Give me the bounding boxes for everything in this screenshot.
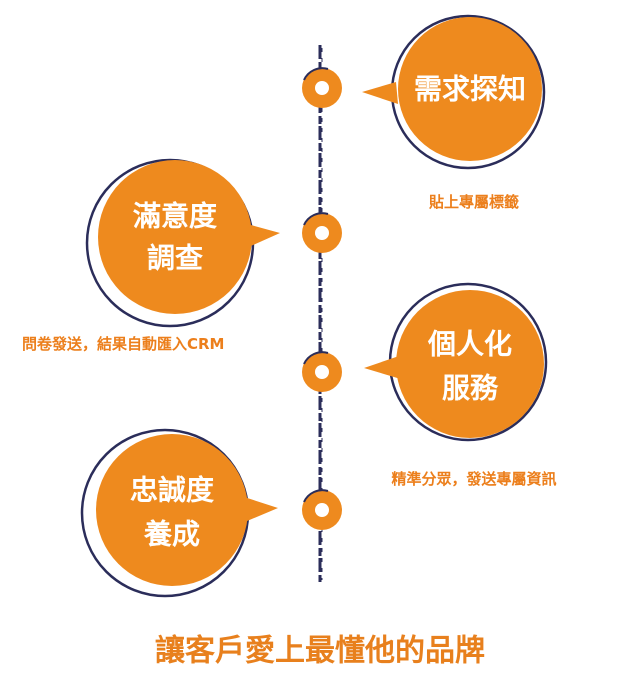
bubble-step-1: 需求探知 [362,14,546,170]
caption-step-3: 精準分眾，發送專屬資訊 [391,470,556,488]
bubble-step-2-label-line1: 滿意度 [133,200,217,233]
timeline-node-3 [302,351,342,392]
bubble-step-2-label-line2: 調查 [147,242,203,275]
caption-step-2: 問卷發送，結果自動匯入CRM [22,335,225,353]
timeline-node-4 [302,489,342,530]
bubble-step-1-label: 需求探知 [414,73,526,106]
footer-title: 讓客戶愛上最懂他的品牌 [155,634,485,669]
bubble-step-4: 忠誠度 養成 [80,428,278,598]
caption-step-1: 貼上專屬標籤 [429,193,519,211]
bubble-step-4-label-line2: 養成 [143,518,200,551]
timeline-node-1 [302,67,342,108]
bubble-step-3-label-line1: 個人化 [427,328,512,361]
bubble-step-3: 個人化 服務 [364,282,548,442]
bubble-step-4-label-line1: 忠誠度 [130,474,214,507]
timeline-node-2 [302,212,342,253]
bubble-step-2: 滿意度 調查 [85,158,280,328]
bubble-step-3-label-line2: 服務 [442,372,499,405]
